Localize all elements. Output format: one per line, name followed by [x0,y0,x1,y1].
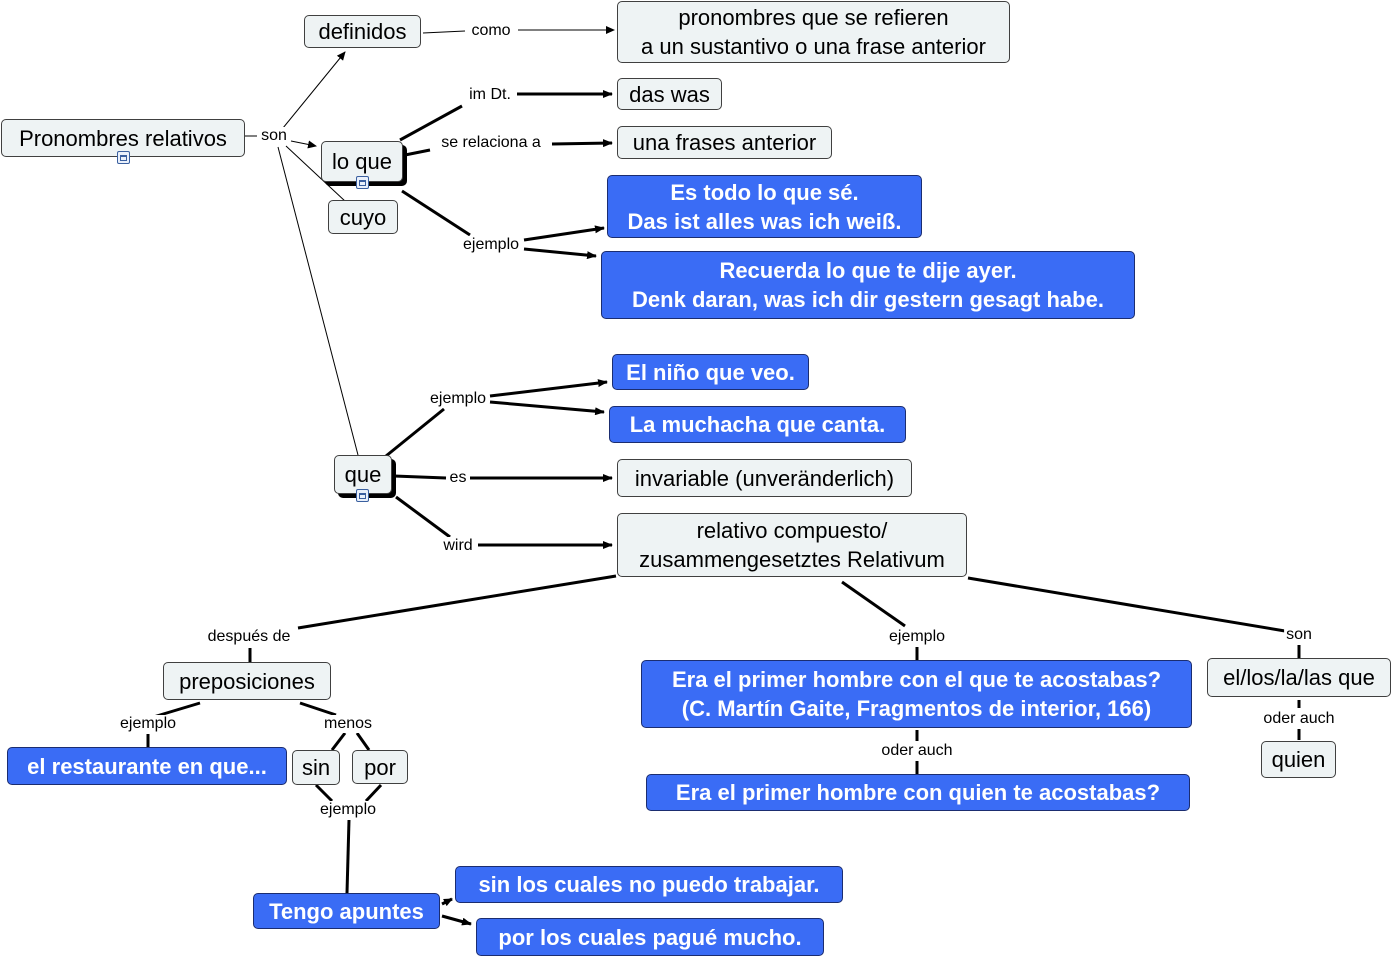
node-label-line-1: pronombres que se refieren [678,5,949,30]
node-label: sin [301,755,331,780]
node-label: cuyo [339,204,387,230]
link-label-oder-auch: oder auch [1261,710,1337,728]
node-label: que [344,462,382,487]
node-label-line-2: (C. Martín Gaite, Fragmentos de interior… [681,696,1152,721]
node-relativo-compuesto[interactable]: relativo compuesto/ zusammengesetztes Re… [617,513,967,577]
node-restaurante[interactable]: el restaurante en que... [7,747,287,785]
node-tengo-apuntes[interactable]: Tengo apuntes [253,893,440,929]
node-ejemplo-lo-que-2[interactable]: Recuerda lo que te dije ayer. Denk daran… [601,251,1135,319]
node-preposiciones[interactable]: preposiciones [163,662,331,700]
node-label: lo que [332,149,392,174]
link-label-menos: menos [321,715,375,733]
node-label-line-1: Era el primer hombre con el que te acost… [671,667,1162,692]
node-label: preposiciones [179,668,315,694]
node-label: quien [1271,747,1326,772]
link-label-como: como [469,22,513,40]
node-ejemplo-compuesto-2[interactable]: Era el primer hombre con quien te acosta… [646,774,1190,811]
node-label: invariable (unveränderlich) [634,465,895,491]
node-label-line-2: zusammengesetztes Relativum [639,547,945,572]
node-label: por los cuales pagué mucho. [498,924,802,950]
node-ejemplo-compuesto-1[interactable]: Era el primer hombre con el que te acost… [641,660,1192,728]
node-ejemplo-lo-que-1[interactable]: Es todo lo que sé. Das ist alles was ich… [607,175,922,238]
link-label-wird: wird [441,537,475,555]
node-label: sin los cuales no puedo trabajar. [478,872,820,897]
link-label-se-relaciona-a: se relaciona a [439,134,543,152]
node-por[interactable]: por [352,750,408,784]
node-label: das was [629,81,710,107]
node-una-frases-anterior[interactable]: una frases anterior [617,126,832,159]
link-label-son: son [1284,626,1314,644]
link-label-ejemplo: ejemplo [460,236,522,254]
link-label-oder-auch: oder auch [879,742,955,760]
link-label-ejemplo: ejemplo [427,390,489,408]
node-label: definidos [318,19,407,44]
link-label-im-dt: im Dt. [467,86,513,104]
node-ejemplo-que-1[interactable]: El niño que veo. [612,354,809,390]
node-pronombres-relativos[interactable]: Pronombres relativos [1,119,245,157]
link-label-es: es [447,469,469,487]
node-invariable[interactable]: invariable (unveränderlich) [617,459,912,497]
node-label-line-1: relativo compuesto/ [696,518,888,543]
link-label-despues-de: después de [205,628,293,646]
node-cuyo[interactable]: cuyo [328,200,398,234]
node-quien[interactable]: quien [1261,741,1336,778]
concept-map-icon[interactable] [117,151,130,164]
node-label: El niño que veo. [626,359,795,385]
node-por-los-cuales[interactable]: por los cuales pagué mucho. [476,918,824,956]
link-label-ejemplo: ejemplo [886,628,948,646]
concept-map-icon[interactable] [356,176,369,189]
node-ejemplo-que-2[interactable]: La muchacha que canta. [609,406,906,443]
link-label-son: son [259,127,289,145]
node-label: La muchacha que canta. [629,412,886,437]
node-label: por [364,754,396,780]
node-lo-que[interactable]: lo que [321,141,403,182]
node-label: el restaurante en que... [27,753,267,779]
node-sin-los-cuales[interactable]: sin los cuales no puedo trabajar. [455,866,843,903]
node-label-line-2: Das ist alles was ich weiß. [627,208,902,234]
node-definidos[interactable]: definidos [304,15,421,48]
node-label: Pronombres relativos [19,125,227,151]
node-label-line-1: Es todo lo que sé. [670,179,859,205]
node-sin[interactable]: sin [292,750,340,785]
node-das-was[interactable]: das was [617,78,722,110]
node-label: el/los/la/las que [1223,665,1375,690]
node-label-line-2: Denk daran, was ich dir gestern gesagt h… [632,287,1104,312]
node-label: una frases anterior [632,130,817,155]
node-label: Era el primer hombre con quien te acosta… [675,780,1161,805]
node-definidos-definicion[interactable]: pronombres que se refieren a un sustanti… [617,1,1010,63]
node-label-line-2: a un sustantivo o una frase anterior [641,34,986,59]
node-label-line-1: Recuerda lo que te dije ayer. [719,258,1017,283]
node-que[interactable]: que [334,455,392,494]
link-label-ejemplo: ejemplo [317,801,379,819]
node-label: Tengo apuntes [269,898,424,924]
node-el-los-la-las-que[interactable]: el/los/la/las que [1207,658,1391,697]
concept-map-icon[interactable] [356,489,369,502]
link-label-ejemplo: ejemplo [117,715,179,733]
